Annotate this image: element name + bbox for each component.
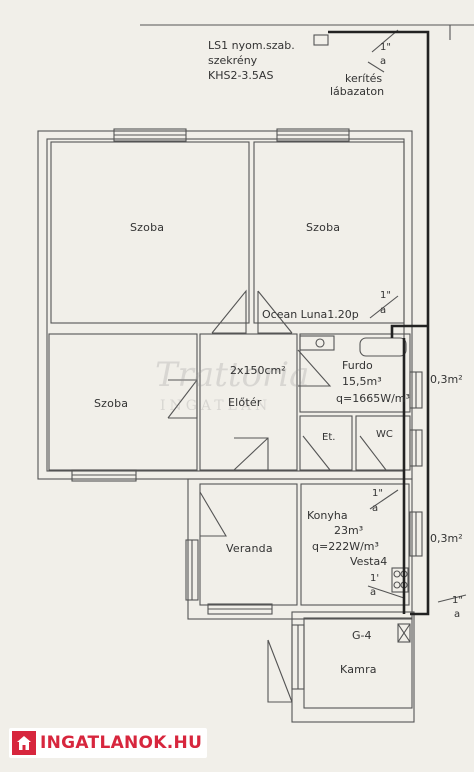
pipe-label-mid-den: a [380,305,387,316]
stove [391,567,409,593]
gas-pipe-boiler [390,324,428,338]
room-label-furdo: Furdo [342,359,373,372]
logo-text: INGATLANOK.HU [40,733,203,753]
boiler-unit [299,335,335,351]
inner-wall-main [46,138,405,472]
header-note-line2: szekrény [208,54,258,67]
door-swing-veranda [199,491,227,537]
room-label-eloter: Előtér [228,396,262,409]
room-label-konyha: Konyha [307,509,348,522]
header-note-line1: LS1 nyom.szab. [208,39,295,52]
room-label-kamra: Kamra [340,663,377,676]
regulator-box [313,34,329,46]
fence-note-line2: lábazaton [330,85,385,98]
meter-label-g4: G-4 [352,629,372,642]
vent-label-upper: 0,3m² [430,373,463,386]
room-outline-veranda [199,483,298,606]
pipe-label-kitchen2-num: 1' [370,573,380,584]
site-logo[interactable]: INGATLANOK.HU [9,728,207,758]
room-label-szoba-2: Szoba [306,221,341,234]
door-swing-2 [257,291,292,334]
room-outline-szoba-2 [253,141,405,324]
room-label-szoba-3: Szoba [94,397,129,410]
door-swing-wc [359,435,388,471]
boiler-label: Ocean Luna1.20p [262,308,359,321]
furdo-heat-load: q=1665W/m³ [336,392,410,405]
room-outline-et [299,415,353,471]
room-label-wc: WC [376,429,393,440]
room-label-et: Et. [322,432,336,443]
gas-meter [397,623,411,643]
pipe-label-right-num: 1" [452,595,463,606]
bathtub [359,337,407,357]
konyha-area: 23m³ [334,524,364,537]
room-label-veranda: Veranda [226,542,273,555]
pipe-label-kitchen-num: 1" [372,488,383,499]
room-outline-szoba-1 [50,141,250,324]
radiator-label: 2x150cm² [230,364,286,377]
door-swing-furdo [297,349,332,387]
door-swing-kamra [267,640,292,703]
room-label-szoba-1: Szoba [130,221,165,234]
room-outline-konyha [300,483,410,606]
vesta-label: Vesta4 [350,555,388,568]
vent-label-lower: 0,3m² [430,532,463,545]
door-swing-eloter [168,379,198,419]
room-outline-eloter [199,333,298,471]
room-outline-wc [355,415,411,471]
pipe-label-top-num: 1" [380,42,391,53]
pipe-label-kitchen-den: a [372,503,379,514]
pipe-label-right-den: a [454,609,461,620]
konyha-heat-load: q=222W/m³ [312,540,379,553]
pipe-label-mid-num: 1" [380,290,391,301]
pipe-label-kitchen2-den: a [370,587,377,598]
pipe-label-top-den: a [380,56,387,67]
door-swing-1 [211,289,247,334]
gas-pipe-main [328,30,430,616]
door-swing-et [302,435,332,471]
furdo-area: 15,5m³ [342,375,382,388]
lower-wing-outer [187,478,413,620]
watermark-script: Trattoria [155,355,310,395]
fence-note-line1: kerítés [345,72,383,85]
watermark-subtitle: INGATLAN [160,398,272,414]
boiler-knob [315,338,325,348]
house-icon [12,731,36,755]
header-note-line3: KHS2-3.5AS [208,69,274,82]
